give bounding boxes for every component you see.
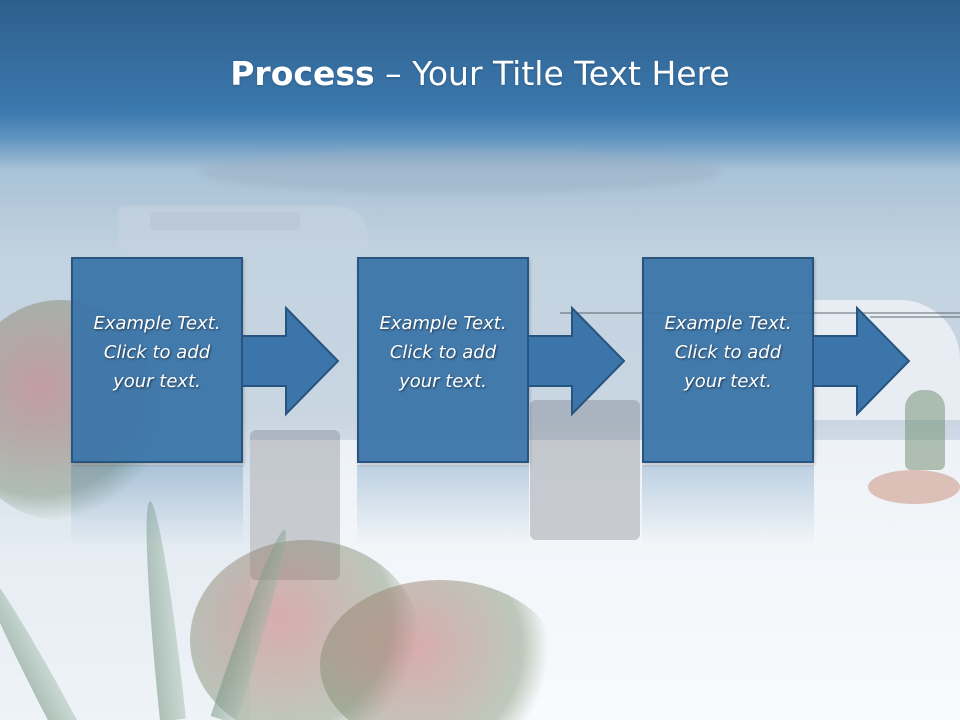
step-text-line: Example Text.	[93, 313, 221, 334]
step-text[interactable]: Example Text. Click to add your text.	[644, 309, 812, 396]
background-shrub	[320, 580, 560, 720]
background-island	[200, 150, 720, 194]
step-box-reflection	[642, 465, 814, 545]
step-text-line: your text.	[684, 371, 772, 392]
process-step-box-3[interactable]: Example Text. Click to add your text.	[642, 257, 814, 463]
background-plant-pot	[868, 470, 960, 504]
step-box-reflection	[71, 465, 243, 545]
step-text-line: Click to add	[674, 342, 782, 363]
step-text[interactable]: Example Text. Click to add your text.	[359, 309, 527, 396]
background-cactus	[905, 390, 945, 470]
step-text[interactable]: Example Text. Click to add your text.	[73, 309, 241, 396]
process-arrow-2[interactable]	[527, 305, 628, 417]
title-text: – Your Title Text Here	[374, 54, 730, 93]
background-railing	[870, 316, 960, 318]
process-step-box-1[interactable]: Example Text. Click to add your text.	[71, 257, 243, 463]
step-text-line: Click to add	[389, 342, 497, 363]
slide-title[interactable]: Process – Your Title Text Here	[0, 52, 960, 96]
title-bold-text: Process	[230, 54, 375, 93]
process-step-box-2[interactable]: Example Text. Click to add your text.	[357, 257, 529, 463]
process-arrow-1[interactable]	[241, 305, 342, 417]
step-text-line: your text.	[399, 371, 487, 392]
background-chair	[530, 400, 640, 540]
background-ship-deck	[150, 212, 300, 230]
step-text-line: Example Text.	[664, 313, 792, 334]
process-arrow-3[interactable]	[812, 305, 913, 417]
step-text-line: your text.	[113, 371, 201, 392]
step-text-line: Example Text.	[379, 313, 507, 334]
step-box-reflection	[357, 465, 529, 545]
step-text-line: Click to add	[103, 342, 211, 363]
